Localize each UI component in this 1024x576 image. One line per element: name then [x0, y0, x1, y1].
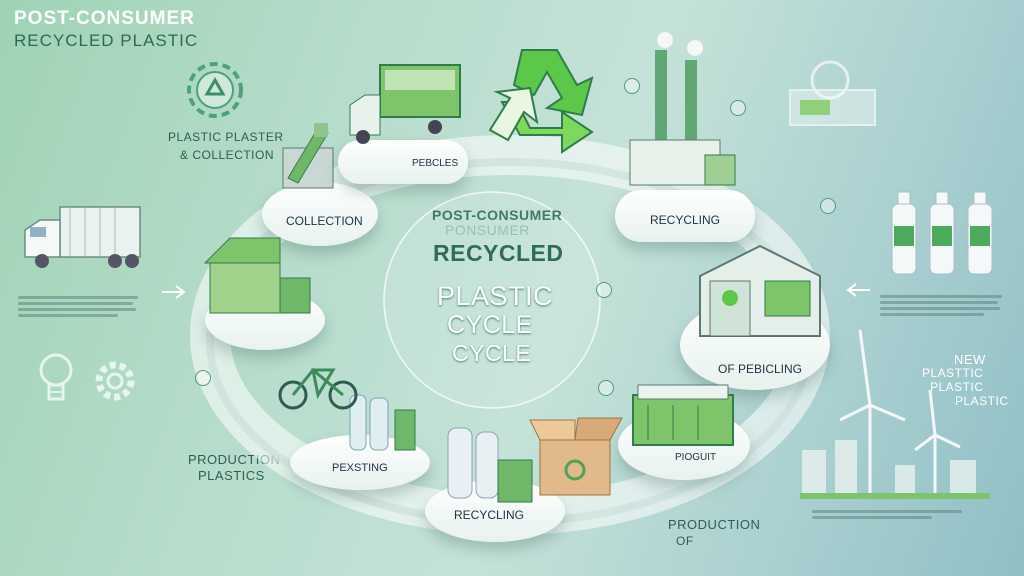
center-line4: CYCLE	[447, 311, 533, 339]
center-line5: CYCLE	[452, 340, 532, 366]
leaf-dot-icon	[730, 100, 746, 116]
station-pexsting-label: PEXSTING	[332, 462, 388, 474]
fine-text-left	[18, 293, 138, 320]
plaster-label-1: PLASTIC PLASTER	[168, 130, 284, 144]
green-crate-icon	[632, 384, 734, 446]
new-plastic-line4: PLASTIC	[955, 394, 1009, 408]
conveyor-icon	[282, 123, 334, 189]
machinery-icon	[789, 60, 876, 126]
station-recycling-top-label: RECYCLING	[650, 213, 721, 227]
header-line2: RECYCLED PLASTIC	[14, 31, 199, 50]
fine-text-right	[880, 292, 1002, 319]
recycle-gear-icon	[187, 62, 243, 118]
gear-icon	[95, 361, 135, 401]
plaster-label-2: & COLLECTION	[180, 148, 275, 162]
new-plastic-line2: PLASTTIC	[922, 366, 984, 380]
leaf-dot-icon	[624, 78, 640, 94]
leaf-dot-icon	[820, 198, 836, 214]
center-circle	[383, 191, 601, 409]
bicycle-icon	[278, 367, 358, 410]
center-line2: RECYCLED	[433, 240, 564, 266]
station-product-label: PIOGUIT	[675, 452, 717, 463]
dumpster-icon	[203, 237, 311, 314]
wind-turbines-icon	[800, 329, 990, 499]
station-collection-label: COLLECTION	[286, 214, 363, 228]
leaf-dot-icon	[598, 380, 614, 396]
new-plastic-line3: PLASTIC	[930, 380, 984, 394]
arrow-left-icon	[162, 285, 186, 299]
cardboard-box-icon	[529, 417, 623, 496]
bottles-group-icon	[349, 394, 416, 451]
center-line1: POST-CONSUMER	[432, 207, 563, 223]
center-line3: PLASTIC	[437, 281, 554, 311]
station-collection	[262, 182, 378, 246]
fine-text-bottom	[812, 507, 962, 522]
recycle-symbol-icon	[488, 49, 594, 154]
plastic-bottles-icon	[891, 191, 993, 275]
leaf-dot-icon	[596, 282, 612, 298]
bottom-production-line2: OF	[676, 534, 694, 548]
station-pebcles-label: PEBCLES	[412, 158, 459, 169]
production-label-2: PLASTICS	[198, 468, 265, 483]
leaf-dot-icon	[195, 370, 211, 386]
station-pebcles	[338, 140, 468, 184]
lightbulb-icon	[39, 353, 73, 401]
station-recycling-bottom-label: RECYCLING	[454, 508, 525, 522]
header-line1: POST-CONSUMER	[14, 8, 195, 29]
bottom-production-line1: PRODUCTION	[668, 517, 761, 532]
green-truck-icon	[349, 64, 461, 144]
bottles-bin-icon	[447, 427, 533, 503]
station-recycling-top	[615, 190, 755, 242]
truck-icon	[24, 206, 141, 268]
factory-icon	[629, 32, 736, 186]
arrow-right-icon	[846, 283, 870, 297]
station-of-pebicling-label: OF PEBICLING	[718, 362, 803, 376]
center-line1-ghost: PONSUMER	[445, 222, 530, 238]
new-plastic-line1: NEW	[954, 352, 986, 367]
building-icon	[699, 244, 821, 337]
